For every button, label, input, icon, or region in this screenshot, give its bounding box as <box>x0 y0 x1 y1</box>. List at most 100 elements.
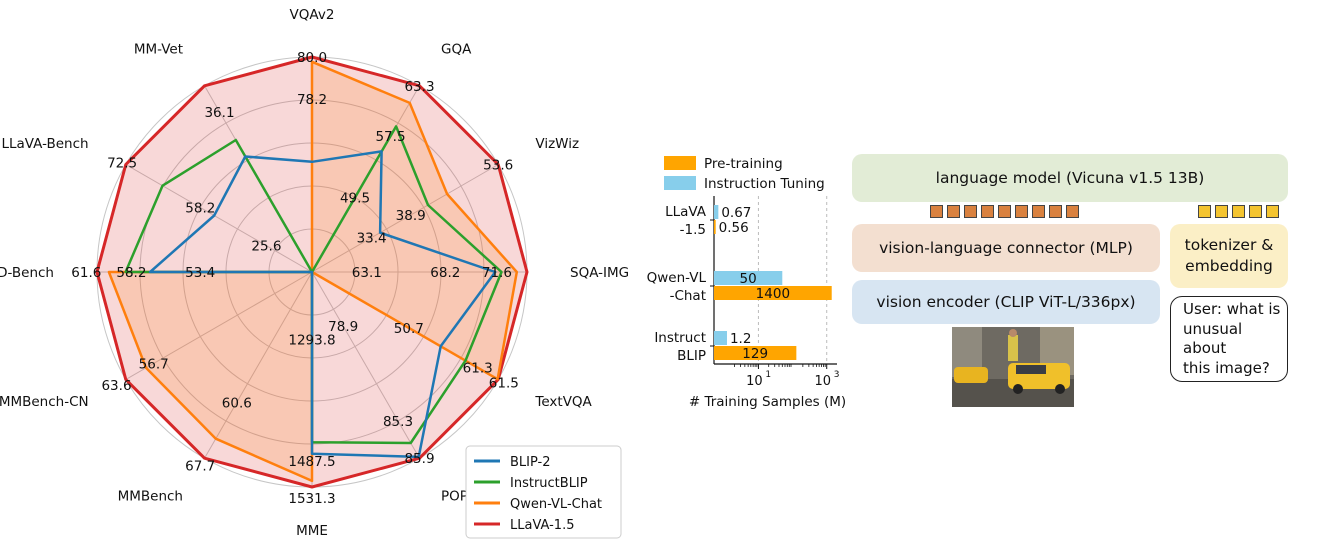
bar-value-label-instruction-tuning-instruct-blip: 1.2 <box>730 331 751 347</box>
bar-legend-entry-pre-training: Pre-training <box>704 156 783 172</box>
radar-value-label-textvqa-61-3: 61.3 <box>463 361 493 377</box>
tokenizer-label-line1: tokenizer & <box>1184 236 1274 255</box>
radar-value-label-seed-bench-53-4: 53.4 <box>185 265 215 281</box>
text-token <box>1232 205 1245 218</box>
radar-value-label-seed-bench-58-2: 58.2 <box>116 265 146 281</box>
radar-axis-label-vizwiz: VizWiz <box>535 136 579 152</box>
radar-value-label-seed-bench-61-6: 61.6 <box>71 265 101 281</box>
bar-value-label-instruction-tuning-llava-1-5: 0.67 <box>721 205 751 221</box>
language-model-token-strip <box>930 205 1079 218</box>
radar-value-label-textvqa-61-5: 61.5 <box>489 376 519 392</box>
photo-taxi-left <box>954 367 988 383</box>
bar-legend-swatch-instruction-tuning <box>664 176 696 190</box>
bar-instruction-tuning-qwen-vl-chat <box>714 271 783 285</box>
bar-instruction-tuning-llava-1-5 <box>714 205 719 219</box>
text-token <box>1249 205 1262 218</box>
radar-chart: 80.078.263.357.549.553.638.933.471.668.2… <box>0 7 629 539</box>
radar-value-label-llava-bench-58-2: 58.2 <box>185 201 215 217</box>
radar-value-label-mm-vet-36-1: 36.1 <box>204 105 234 121</box>
bar-x-axis-title: # Training Samples (M) <box>689 394 846 410</box>
radar-value-label-vizwiz-53-6: 53.6 <box>483 158 513 174</box>
radar-legend-entry-qwen-vl-chat: Qwen-VL-Chat <box>510 497 602 512</box>
radar-series-instructblip <box>124 125 503 445</box>
bar-value-label-instruction-tuning-qwen-vl-chat: 50 <box>740 271 757 287</box>
radar-value-label-sqa-img-68-2: 68.2 <box>430 265 460 281</box>
input-image-street-scene <box>952 327 1074 407</box>
radar-axis-label-mmbench: MMBench <box>118 488 183 504</box>
radar-spoke-pope <box>311 271 420 459</box>
user-question-box: User: what is unusual about this image? <box>1170 296 1288 382</box>
photo-wheel-1 <box>1013 384 1023 394</box>
bar-legend-entry-instruction-tuning: Instruction Tuning <box>704 176 825 192</box>
bar-category-label-llava-1-5-1: -1.5 <box>680 222 706 238</box>
radar-value-label-vizwiz-38-9: 38.9 <box>396 208 426 224</box>
vision-encoder-label: vision encoder (CLIP ViT-L/336px) <box>876 293 1136 311</box>
bar-value-label-pre-training-qwen-vl-chat: 1400 <box>756 286 790 302</box>
radar-series-blip-2 <box>148 150 497 459</box>
bar-category-label-qwen-vl-chat-1: -Chat <box>670 288 706 304</box>
radar-value-label-pope-85-3: 85.3 <box>383 414 413 430</box>
text-token-strip <box>1198 205 1279 218</box>
bar-value-label-pre-training-instruct-blip: 129 <box>742 346 768 362</box>
radar-value-label-sqa-img-63-1: 63.1 <box>352 265 382 281</box>
vision-encoder-box: vision encoder (CLIP ViT-L/336px) <box>852 280 1160 324</box>
visual-token <box>964 205 977 218</box>
bar-x-tick-base-1: 10 <box>746 374 763 389</box>
connector-label: vision-language connector (MLP) <box>879 239 1133 257</box>
radar-spoke-vizwiz <box>311 164 499 273</box>
bar-category-label-instruct-blip-1: BLIP <box>677 348 706 364</box>
radar-axis-label-textvqa: TextVQA <box>534 394 592 410</box>
radar-value-label-sqa-img-71-6: 71.6 <box>482 265 512 281</box>
radar-value-label-gqa-57-5: 57.5 <box>375 129 405 145</box>
radar-axis-label-gqa: GQA <box>441 42 472 58</box>
radar-axis-label-mmbench-cn: MMBench-CN <box>0 394 89 410</box>
visual-token <box>947 205 960 218</box>
visual-token <box>1066 205 1079 218</box>
radar-axis-label-seed-bench: SEED-Bench <box>0 265 54 281</box>
radar-spoke-mmbench-cn <box>125 271 313 380</box>
bar-category-label-qwen-vl-chat-0: Qwen-VL <box>647 270 707 286</box>
bar-category-label-instruct-blip-0: Instruct <box>654 330 706 346</box>
radar-axis-label-vqav2: VQAv2 <box>290 7 335 23</box>
radar-axis-label-llava-bench: LLaVA-Bench <box>1 136 88 152</box>
radar-spoke-llava-bench <box>125 164 313 273</box>
radar-value-label-pope-85-9: 85.9 <box>404 451 434 467</box>
text-token <box>1215 205 1228 218</box>
bar-pre-training-llava-1-5 <box>714 220 716 234</box>
radar-value-label-gqa-49-5: 49.5 <box>340 191 370 207</box>
visual-token <box>930 205 943 218</box>
radar-value-label-llava-bench-25-6: 25.6 <box>251 239 281 255</box>
radar-legend-entry-llava-1-5: LLaVA-1.5 <box>510 518 575 533</box>
radar-axis-label-mm-vet: MM-Vet <box>134 42 183 58</box>
tokenizer-label-line2: embedding <box>1185 257 1273 275</box>
radar-value-label-vizwiz-33-4: 33.4 <box>357 231 387 247</box>
bar-legend-swatch-pre-training <box>664 156 696 170</box>
text-token <box>1198 205 1211 218</box>
visual-token <box>998 205 1011 218</box>
radar-value-label-mmbench-67-7: 67.7 <box>185 459 215 475</box>
photo-taxi-window <box>1016 365 1046 374</box>
radar-value-label-mme-1531-3: 1531.3 <box>288 491 335 507</box>
vision-language-connector-box: vision-language connector (MLP) <box>852 224 1160 272</box>
radar-value-label-llava-bench-72-5: 72.5 <box>107 155 137 171</box>
photo-person <box>1008 335 1018 361</box>
radar-legend-entry-blip-2: BLIP-2 <box>510 455 551 470</box>
radar-value-label-vqav2-80-0: 80.0 <box>297 50 327 66</box>
question-line2: unusual about <box>1183 319 1243 358</box>
bar-instruction-tuning-instruct-blip <box>714 331 727 345</box>
radar-value-label-mmbench-60-6: 60.6 <box>222 395 252 411</box>
photo-wheel-2 <box>1055 384 1065 394</box>
text-token <box>1266 205 1279 218</box>
bar-x-tick-base-3: 10 <box>814 374 831 389</box>
radar-value-label-mmbench-cn-56-7: 56.7 <box>139 356 169 372</box>
radar-value-label-mme-1293-8: 1293.8 <box>288 333 335 349</box>
bar-value-label-pre-training-llava-1-5: 0.56 <box>719 220 749 236</box>
radar-value-label-vqav2-78-2: 78.2 <box>297 92 327 108</box>
question-line1: User: what is <box>1183 300 1281 318</box>
tokenizer-embedding-box: tokenizer & embedding <box>1170 224 1288 288</box>
radar-axis-label-mme: MME <box>296 523 328 539</box>
bar-x-tick-exp-3: 3 <box>834 370 840 380</box>
radar-legend-entry-instructblip: InstructBLIP <box>510 476 588 491</box>
